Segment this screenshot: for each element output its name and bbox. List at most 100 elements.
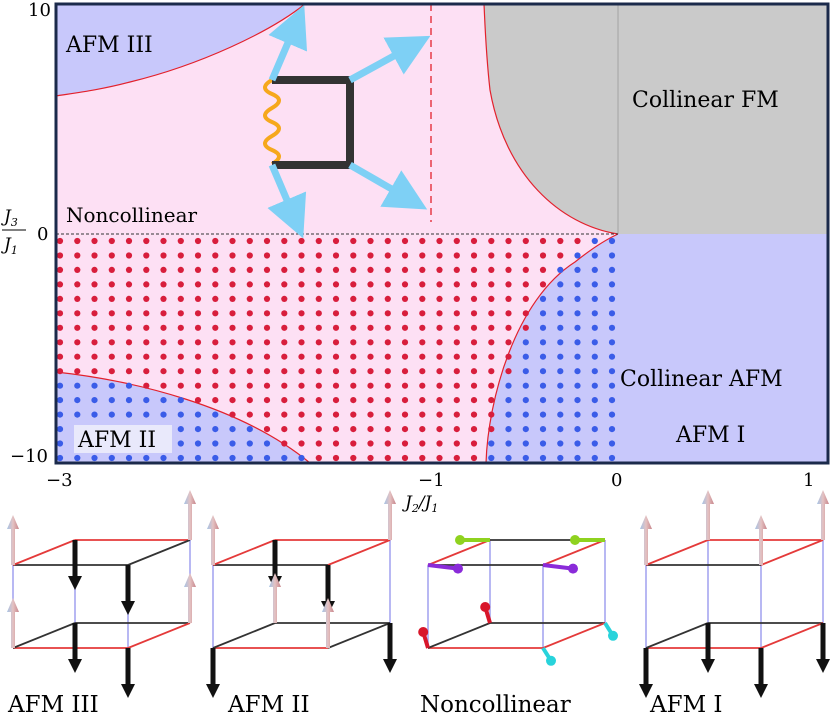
blue-phase-dot: [539, 411, 547, 418]
blue-phase-dot: [108, 397, 115, 404]
red-phase-dot: [453, 454, 460, 462]
red-phase-dot: [557, 252, 564, 259]
red-phase-dot: [160, 237, 167, 245]
red-phase-dot: [229, 237, 236, 245]
red-phase-dot: [281, 411, 288, 418]
red-phase-dot: [194, 353, 202, 360]
red-phase-dot: [436, 353, 443, 360]
red-phase-dot: [91, 368, 98, 375]
blue-phase-dot: [160, 454, 167, 462]
blue-phase-dot: [591, 411, 598, 418]
blue-phase-dot: [557, 411, 564, 418]
red-phase-dot: [298, 266, 305, 273]
red-phase-dot: [143, 353, 150, 360]
cube-edge: [327, 622, 391, 649]
red-phase-dot: [74, 281, 81, 288]
blue-phase-dot: [505, 426, 512, 433]
red-phase-dot: [229, 266, 236, 273]
red-phase-dot: [298, 368, 305, 375]
red-phase-dot: [350, 281, 357, 288]
red-phase-dot: [56, 252, 64, 259]
red-phase-dot: [177, 339, 184, 346]
blue-phase-dot: [108, 382, 115, 389]
blue-phase-dot: [522, 454, 529, 462]
red-phase-dot: [419, 310, 426, 317]
blue-phase-dot: [177, 426, 184, 433]
red-phase-dot: [246, 324, 253, 331]
label-afm2-backdrop: [74, 425, 172, 453]
blue-phase-dot: [143, 454, 150, 462]
red-phase-dot: [419, 324, 426, 331]
blue-phase-dot: [125, 411, 133, 418]
red-phase-dot: [143, 310, 150, 317]
red-phase-dot: [419, 368, 426, 375]
blue-phase-dot: [505, 454, 512, 462]
blue-phase-dot: [539, 454, 547, 462]
red-phase-dot: [436, 426, 443, 433]
red-phase-dot: [470, 411, 478, 418]
cube-edge: [12, 622, 76, 649]
blue-phase-dot: [608, 266, 616, 273]
blue-phase-dot: [212, 426, 219, 433]
red-phase-dot: [367, 266, 374, 273]
blue-phase-dot: [557, 324, 564, 331]
red-phase-dot: [332, 454, 340, 462]
red-phase-dot: [419, 397, 426, 404]
red-phase-dot: [401, 324, 409, 331]
red-phase-dot: [453, 426, 460, 433]
red-phase-dot: [212, 252, 219, 259]
red-phase-dot: [194, 252, 202, 259]
blue-phase-dot: [557, 426, 564, 433]
red-phase-dot: [143, 252, 150, 259]
spin-down-arrow: [68, 540, 82, 590]
red-phase-dot: [74, 339, 81, 346]
xtick-0: 0: [611, 470, 622, 491]
blue-phase-dot: [539, 368, 547, 375]
blue-phase-dot: [591, 295, 598, 302]
red-phase-dot: [401, 426, 409, 433]
red-phase-dot: [281, 339, 288, 346]
red-phase-dot: [108, 295, 115, 302]
red-phase-dot: [350, 324, 357, 331]
red-phase-dot: [488, 252, 495, 259]
red-phase-dot: [56, 324, 64, 331]
red-phase-dot: [298, 353, 305, 360]
red-phase-dot: [263, 237, 271, 245]
red-phase-dot: [419, 237, 426, 245]
red-phase-dot: [470, 426, 478, 433]
red-phase-dot: [108, 324, 115, 331]
red-phase-dot: [419, 382, 426, 389]
blue-phase-dot: [574, 339, 581, 346]
red-phase-dot: [350, 310, 357, 317]
red-phase-dot: [298, 411, 305, 418]
blue-phase-dot: [608, 353, 616, 360]
red-phase-dot: [401, 266, 409, 273]
red-phase-dot: [436, 440, 443, 447]
red-phase-dot: [488, 237, 495, 245]
spin-up-arrow: [817, 490, 829, 540]
red-phase-dot: [350, 454, 357, 462]
red-phase-dot: [246, 281, 253, 288]
red-phase-dot: [91, 252, 98, 259]
blue-phase-dot: [591, 397, 598, 404]
ytick-10: 10: [28, 0, 51, 21]
red-phase-dot: [229, 382, 236, 389]
red-phase-dot: [401, 237, 409, 245]
blue-phase-dot: [591, 281, 598, 288]
red-phase-dot: [332, 353, 340, 360]
afm1-structure: [639, 490, 830, 698]
red-phase-dot: [419, 454, 426, 462]
red-phase-dot: [350, 426, 357, 433]
red-phase-dot: [91, 339, 98, 346]
red-phase-dot: [453, 353, 460, 360]
blue-phase-dot: [608, 382, 616, 389]
red-phase-dot: [194, 310, 202, 317]
red-phase-dot: [177, 353, 184, 360]
red-phase-dot: [470, 324, 478, 331]
blue-phase-dot: [177, 411, 184, 418]
red-phase-dot: [332, 266, 340, 273]
red-phase-dot: [160, 382, 167, 389]
red-phase-dot: [263, 411, 271, 418]
blue-phase-dot: [608, 295, 616, 302]
blue-phase-dot: [212, 440, 219, 447]
